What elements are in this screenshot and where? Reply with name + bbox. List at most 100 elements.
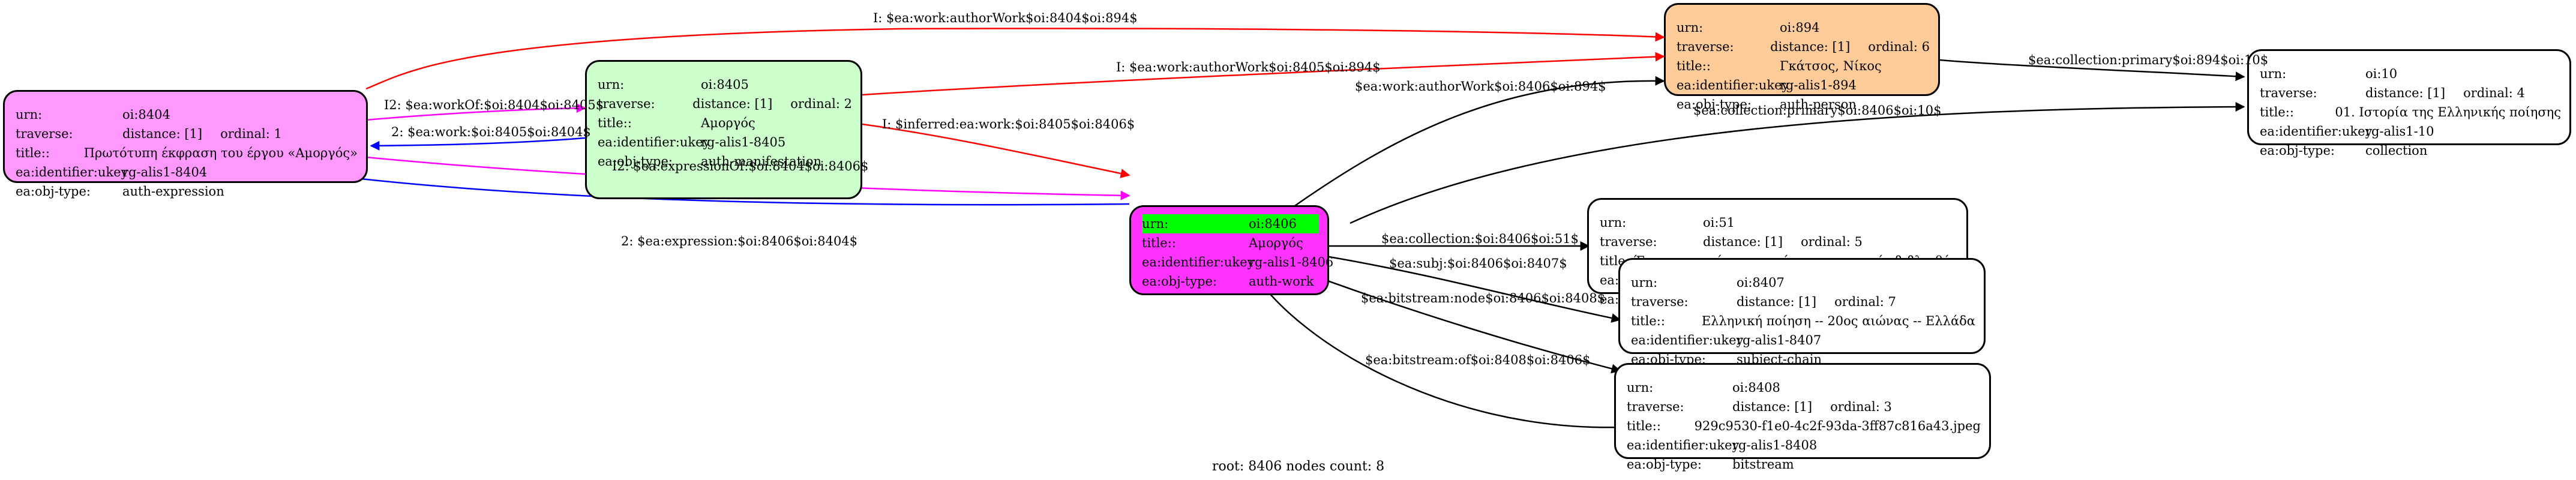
node-row: ea:obj-type:collection — [2260, 141, 2561, 160]
edge-8406-8407 — [1329, 256, 1621, 323]
node-row: traverse:distance: [1]ordinal: 4 — [2260, 83, 2561, 103]
node-value: Αμοργός — [701, 116, 755, 130]
node-value: rg-alis1-894 — [1780, 78, 1857, 92]
node-value: oi:8406 — [1249, 217, 1297, 231]
node-key: urn: — [1600, 215, 1627, 230]
node-value: distance: [1] — [122, 127, 203, 141]
node-key: title:: — [1631, 314, 1665, 328]
edge-label: I: $ea:work:authorWork$oi:8405$oi:894$ — [1116, 60, 1381, 74]
node-key: title:: — [1142, 236, 1176, 250]
edge-label: I: $inferred:ea:work:$oi:8405$oi:8406$ — [882, 117, 1135, 131]
edge-8405-8404 — [370, 137, 586, 151]
node-key: ea:identifier:ukey — [1142, 255, 1255, 269]
node-key: ea:identifier:ukey — [598, 135, 710, 149]
node-row: traverse:distance: [1]ordinal: 3 — [1627, 397, 1981, 416]
node-key: ea:identifier:ukey — [1627, 438, 1740, 452]
node-key: urn: — [1627, 380, 1654, 395]
node-value: auth-work — [1249, 274, 1314, 289]
node-value: distance: [1] — [1737, 295, 1817, 309]
node-value: Γκάτσος, Νίκος — [1780, 59, 1882, 73]
edge-8406-894 — [1293, 76, 1665, 208]
node-row: ea:obj-type:auth-expression — [16, 182, 358, 201]
edge-label: $ea:bitstream:of$oi:8408$oi:8406$ — [1365, 353, 1591, 367]
node-value: Πρωτότυπη έκφραση του έργου «Αμοργός» — [83, 146, 358, 160]
node-row: ea:obj-type:auth-manifestation — [598, 152, 852, 171]
node-ordinal: ordinal: 3 — [1830, 400, 1892, 414]
node-row: urn: oi:8406 — [1142, 214, 1319, 233]
node-row: title::01. Ιστορία της Ελληνικής ποίησης — [2260, 103, 2561, 122]
node-value: rg-alis1-8408 — [1732, 438, 1818, 452]
node-key: traverse: — [2260, 86, 2317, 100]
node-key: title:: — [1627, 419, 1661, 433]
node-value: distance: [1] — [1703, 235, 1783, 249]
node-value: Αμοργός — [1249, 236, 1303, 250]
node-row: ea:obj-type:auth-person — [1677, 95, 1930, 114]
node-key: urn: — [1631, 275, 1658, 290]
node-row: title::929c9530-f1e0-4c2f-93da-3ff87c816… — [1627, 416, 1981, 436]
node-key: ea:obj-type: — [598, 154, 673, 169]
edge-label: 2: $ea:expression:$oi:8406$oi:8404$ — [621, 234, 858, 248]
node-key: title:: — [1677, 59, 1711, 73]
node-value: oi:894 — [1780, 20, 1820, 35]
node-row: title::Αμοργός — [598, 113, 852, 133]
edge-8404-8405 — [365, 103, 586, 121]
node-value: bitstream — [1732, 457, 1794, 472]
node-key: title:: — [2260, 105, 2294, 119]
node-row: title::Πρωτότυπη έκφραση του έργου «Αμορ… — [16, 143, 358, 163]
node-value: oi:8407 — [1737, 275, 1785, 290]
edge-label: $ea:collection:$oi:8406$oi:51$ — [1381, 232, 1579, 246]
node-key: urn: — [1142, 217, 1169, 231]
edge-label: 2: $ea:work:$oi:8405$oi:8404$ — [391, 125, 591, 139]
node-row: ea:obj-type:bitstream — [1627, 455, 1981, 474]
node-ordinal: ordinal: 5 — [1801, 235, 1863, 249]
node-row: traverse:distance: [1]ordinal: 5 — [1600, 232, 1958, 251]
edge-label: I: $ea:work:authorWork$oi:8404$oi:894$ — [873, 11, 1138, 25]
node-ordinal: ordinal: 1 — [220, 127, 282, 141]
node-value: 01. Ιστορία της Ελληνικής ποίησης — [2335, 105, 2561, 119]
footer-caption: root: 8406 nodes count: 8 — [1212, 459, 1385, 474]
node-ordinal: ordinal: 6 — [1868, 40, 1930, 54]
node-key: ea:obj-type: — [1142, 274, 1217, 289]
node-row: title::Γκάτσος, Νίκος — [1677, 56, 1930, 76]
node-value: oi:8405 — [701, 77, 749, 92]
edge-label: $ea:work:authorWork$oi:8406$oi:894$ — [1355, 79, 1606, 94]
edge-label: $ea:bitstream:node$oi:8406$oi:8408$ — [1361, 291, 1606, 305]
node-value: rg-alis1-10 — [2365, 124, 2434, 139]
node-value: oi:8404 — [122, 107, 170, 122]
edge-label: $ea:collection:primary$oi:8406$oi:10$ — [1693, 103, 1942, 118]
edge-8406-10 — [1350, 102, 2245, 224]
node-key: title:: — [16, 146, 50, 160]
edge-894-10 — [1939, 59, 2245, 82]
node-row: urn:oi:10 — [2260, 64, 2561, 83]
node-key: ea:obj-type: — [1677, 97, 1752, 112]
node-value: collection — [2365, 143, 2428, 158]
edge-8405-8406 — [862, 123, 1130, 178]
edge-8404-894 — [365, 28, 1665, 90]
node-value: rg-alis1-8406 — [1249, 255, 1334, 269]
node-key: urn: — [1677, 20, 1704, 35]
edge-label: $ea:collection:primary$oi:894$oi:10$ — [2028, 53, 2269, 67]
node-key: ea:identifier:ukey — [2260, 124, 2373, 139]
node-row: urn: oi:8407 — [1631, 273, 1975, 292]
node-key: traverse: — [16, 127, 73, 141]
node-value: rg-alis1-8405 — [701, 135, 786, 149]
node-value: 929c9530-f1e0-4c2f-93da-3ff87c816a43.jpe… — [1694, 419, 1981, 433]
node-key: title:: — [598, 116, 632, 130]
node-value: oi:51 — [1703, 215, 1735, 230]
node-key: traverse: — [1627, 400, 1684, 414]
node-ordinal: ordinal: 7 — [1834, 295, 1896, 309]
edge-8406-8404 — [319, 170, 1130, 206]
edge-label: I2: $ea:expressionOf:$oi:8404$oi:8406$ — [612, 159, 869, 173]
